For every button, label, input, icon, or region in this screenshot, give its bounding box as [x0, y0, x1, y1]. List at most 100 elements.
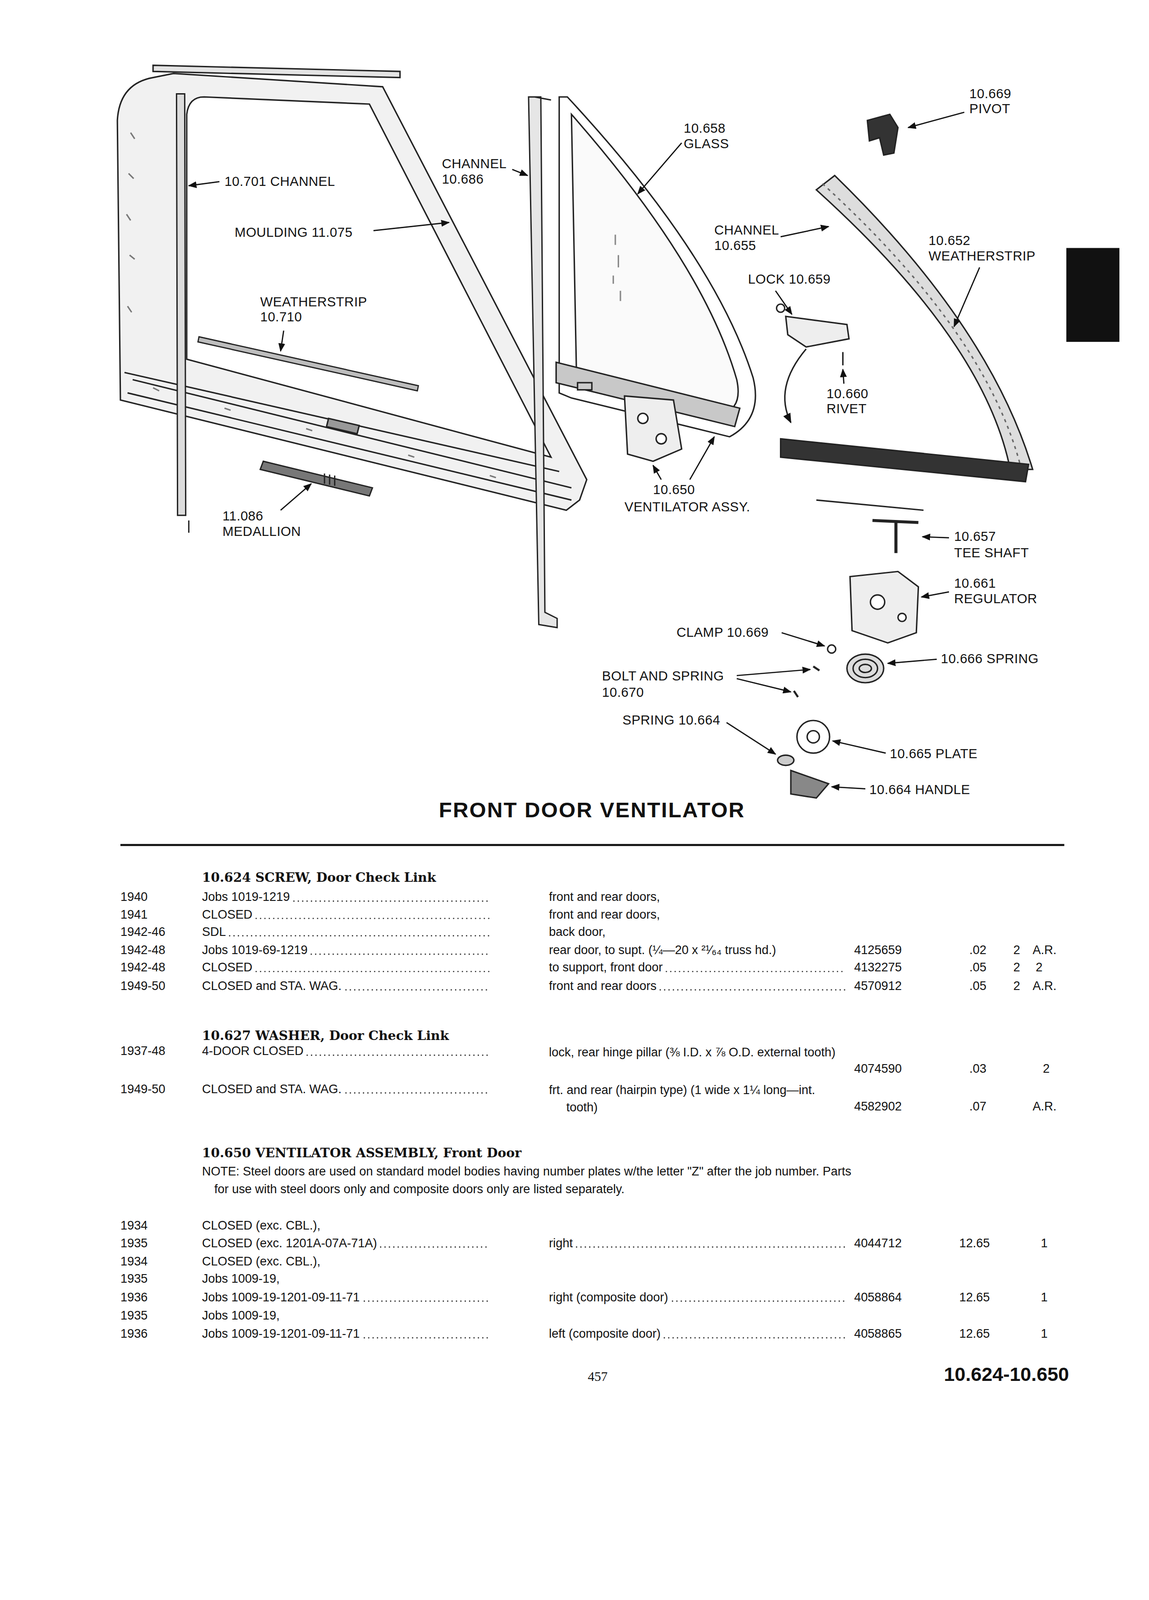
table-cell: .03: [969, 1061, 987, 1076]
spring-coil: [853, 659, 878, 678]
section-range: 10.624-10.650: [944, 1363, 1070, 1386]
table-cell: 4058865: [854, 1326, 902, 1341]
frame-outline: [117, 73, 587, 511]
leader: [842, 369, 844, 384]
dot-leader: [345, 989, 490, 991]
bracket: [577, 382, 592, 390]
leader: [726, 722, 776, 755]
tee-shaft-rod: [816, 499, 924, 510]
table-cell: lock, rear hinge pillar (⅜ I.D. x ⅞ O.D.…: [549, 1044, 848, 1062]
table-cell: 1942-46: [120, 924, 166, 939]
leader: [908, 112, 965, 128]
table-cell: 1: [1040, 1235, 1048, 1250]
dot-leader: [664, 1337, 845, 1339]
table-cell: Jobs 1009-19-1201-09-11-71: [202, 1326, 360, 1341]
frame-bottom-bar: [780, 438, 1030, 482]
dot-leader: [364, 1337, 490, 1339]
callout-label: 10.652 WEATHERSTRIP: [928, 232, 1036, 264]
section-heading: 10.624 SCREW, Door Check Link: [202, 869, 437, 885]
table-cell: CLOSED: [202, 907, 253, 922]
leader: [280, 330, 284, 351]
lock: [785, 316, 850, 347]
table-cell: 4125659: [854, 942, 902, 957]
dot-leader: [380, 1246, 490, 1248]
leader: [954, 267, 980, 327]
dot-leader: [672, 1300, 845, 1302]
leader: [280, 483, 311, 510]
table-cell: A.R.: [1032, 978, 1057, 993]
table-cell: Jobs 1009-19-1201-09-11-71: [202, 1289, 360, 1304]
dot-leader: [256, 970, 490, 973]
table-cell: front and rear doors: [549, 978, 657, 993]
table-cell: right (composite door): [549, 1289, 669, 1304]
spring-10-666: [846, 654, 884, 683]
dot-leader: [345, 1092, 490, 1094]
callout-label: CLAMP 10.669: [676, 624, 770, 640]
callout-label: VENTILATOR ASSY.: [624, 499, 750, 515]
table-cell: .07: [969, 1099, 987, 1114]
leader: [887, 659, 937, 664]
table-cell: 12.65: [959, 1235, 990, 1250]
channel-10-701: [176, 94, 189, 533]
leader: [832, 740, 886, 754]
leader: [736, 669, 811, 676]
table-cell: 12.65: [959, 1326, 990, 1341]
leader: [373, 222, 450, 231]
table-cell: rear door, to supt. (¼—20 x ²¹⁄₆₄ truss …: [549, 942, 777, 957]
table-cell: 1: [1040, 1289, 1048, 1304]
table-cell: 1935: [120, 1271, 148, 1286]
vent-bottom-bar: [556, 362, 740, 427]
callout-label: CHANNEL 10.686: [441, 156, 507, 187]
table-cell: Jobs 1009-19,: [202, 1271, 280, 1286]
dot-leader: [311, 953, 490, 955]
table-cell: 1937-48: [120, 1044, 166, 1059]
table-cell: CLOSED (exc. 1201A-07A-71A): [202, 1235, 378, 1250]
vent-frame: [559, 96, 756, 437]
leader: [781, 632, 825, 646]
table-cell: 1941: [120, 907, 148, 922]
callout-label: MOULDING 11.075: [234, 224, 353, 240]
channel-10-686: [528, 96, 558, 628]
table-cell: 1949-50: [120, 1081, 166, 1096]
table-cell: 1940: [120, 889, 148, 905]
regulator-hole: [870, 594, 885, 610]
page-number: 457: [587, 1368, 608, 1385]
plate: [796, 720, 830, 754]
spring-coil: [859, 664, 872, 673]
leader-lines: [188, 112, 980, 790]
belt-slot: [326, 418, 360, 434]
table-cell: 4132275: [854, 960, 902, 975]
callout-label: LOCK 10.659: [748, 271, 831, 287]
table-cell: 2: [1042, 1061, 1050, 1076]
note-text: NOTE: Steel doors are used on standard m…: [202, 1163, 856, 1198]
table-cell: 1936: [120, 1326, 148, 1341]
strip-texture: [822, 183, 1022, 470]
table-cell: 2: [1035, 960, 1043, 975]
rule: [120, 844, 1065, 846]
dot-leader: [364, 1300, 490, 1302]
callout-label: SPRING 10.664: [622, 712, 721, 728]
assembly-arrow: [784, 349, 807, 423]
table-cell: 12.65: [959, 1289, 990, 1304]
callout-label: 10.665 PLATE: [889, 745, 978, 762]
dot-leader: [294, 900, 490, 902]
leader: [736, 678, 791, 692]
callout-label: 10.664 HANDLE: [869, 781, 971, 798]
table-cell: 1934: [120, 1218, 148, 1233]
leader: [780, 226, 830, 237]
table-cell: A.R.: [1032, 942, 1057, 957]
callout-label: BOLT AND SPRING: [602, 668, 725, 685]
dot-leader: [256, 917, 490, 920]
dot-leader: [307, 1054, 490, 1056]
callout-label: WEATHERSTRIP 10.710: [260, 294, 368, 325]
dot-leader: [660, 989, 845, 991]
leader: [653, 465, 662, 480]
table-cell: CLOSED (exc. CBL.),: [202, 1253, 321, 1269]
spring-10-664: [777, 754, 795, 765]
lock-ring: [776, 304, 785, 313]
leader: [637, 142, 682, 194]
section-tab: [1066, 248, 1120, 343]
table-cell: 4074590: [854, 1061, 902, 1076]
callout-label: 10.650: [653, 481, 695, 498]
